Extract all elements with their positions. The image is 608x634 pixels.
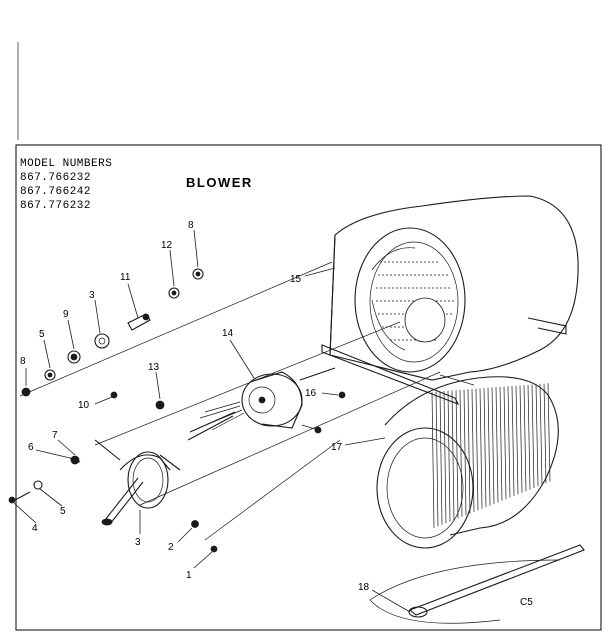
callout-16: 16 (305, 388, 317, 399)
wheel-blade (531, 384, 535, 489)
wheel-blade (483, 388, 487, 508)
wheel-blade (507, 386, 511, 498)
model-numbers-label: MODEL NUMBERS (20, 158, 112, 170)
wheel-blade (535, 384, 539, 487)
callout-11: 11 (120, 272, 131, 283)
callout-8-upper: 8 (188, 220, 194, 231)
wheel-blade (439, 391, 443, 525)
wheel-blade (471, 388, 475, 513)
wheel-blade (499, 386, 503, 501)
callout-4: 4 (32, 523, 38, 534)
wheel-blade (547, 383, 551, 482)
wheel-blade (539, 383, 543, 485)
model-number-1: 867.766232 (20, 172, 91, 184)
wheel-blade (523, 385, 527, 492)
model-number-3: 867.776232 (20, 200, 91, 212)
wheel-blade (455, 390, 459, 519)
callout-3-lower: 3 (135, 537, 141, 548)
diagram-title: BLOWER (186, 175, 253, 190)
callout-12: 12 (161, 240, 173, 251)
wheel-blade (543, 383, 547, 484)
callout-18: 18 (358, 582, 370, 593)
wheel-blade (463, 389, 467, 516)
callout-8-lower: 8 (20, 356, 26, 367)
wheel-blade (487, 387, 491, 506)
assembly-axis-lines (19, 261, 441, 541)
wheel-blade (467, 389, 471, 514)
callout-17: 17 (331, 442, 343, 453)
wheel-blade (451, 390, 455, 521)
callout-6: 6 (28, 442, 34, 453)
wheel-blade (443, 391, 447, 524)
wheel-blade (479, 388, 483, 509)
callout-1: 1 (186, 570, 192, 581)
motor-mount-parts (8, 391, 218, 553)
wheel-blade (511, 385, 515, 497)
cutoff-plate (369, 544, 585, 624)
wheel-blade (431, 391, 435, 529)
callout-leaders (13, 229, 411, 613)
callout-5-lower: 5 (60, 506, 66, 517)
callout-7: 7 (52, 430, 58, 441)
wheel-blade (515, 385, 519, 495)
diagram-frame (15, 42, 602, 631)
blower-housing (321, 195, 579, 406)
wheel-blade (503, 386, 507, 500)
callout-labels: 8 5 9 3 11 12 8 10 13 7 6 5 4 3 2 1 14 1… (20, 220, 370, 593)
callout-10: 10 (78, 400, 90, 411)
callout-9: 9 (63, 309, 69, 320)
wheel-blade (491, 387, 495, 505)
callout-15: 15 (290, 274, 302, 285)
callout-5-upper: 5 (39, 329, 45, 340)
callout-2: 2 (168, 542, 174, 553)
wheel-blade (519, 385, 523, 493)
callout-14: 14 (222, 328, 234, 339)
wheel-blade (527, 384, 531, 490)
model-number-2: 867.766242 (20, 186, 91, 198)
wheel-blade (459, 389, 463, 517)
wheel-blade (435, 391, 439, 527)
callout-3-upper: 3 (89, 290, 95, 301)
shaft-hardware-parts (21, 268, 346, 399)
wheel-blade (475, 388, 479, 511)
wheel-blade (447, 390, 451, 522)
wheel-blade (495, 387, 499, 503)
blower-wheel (376, 376, 559, 549)
drawing-code: C5 (520, 597, 533, 608)
callout-13: 13 (148, 362, 160, 373)
blower-motor (187, 367, 336, 441)
